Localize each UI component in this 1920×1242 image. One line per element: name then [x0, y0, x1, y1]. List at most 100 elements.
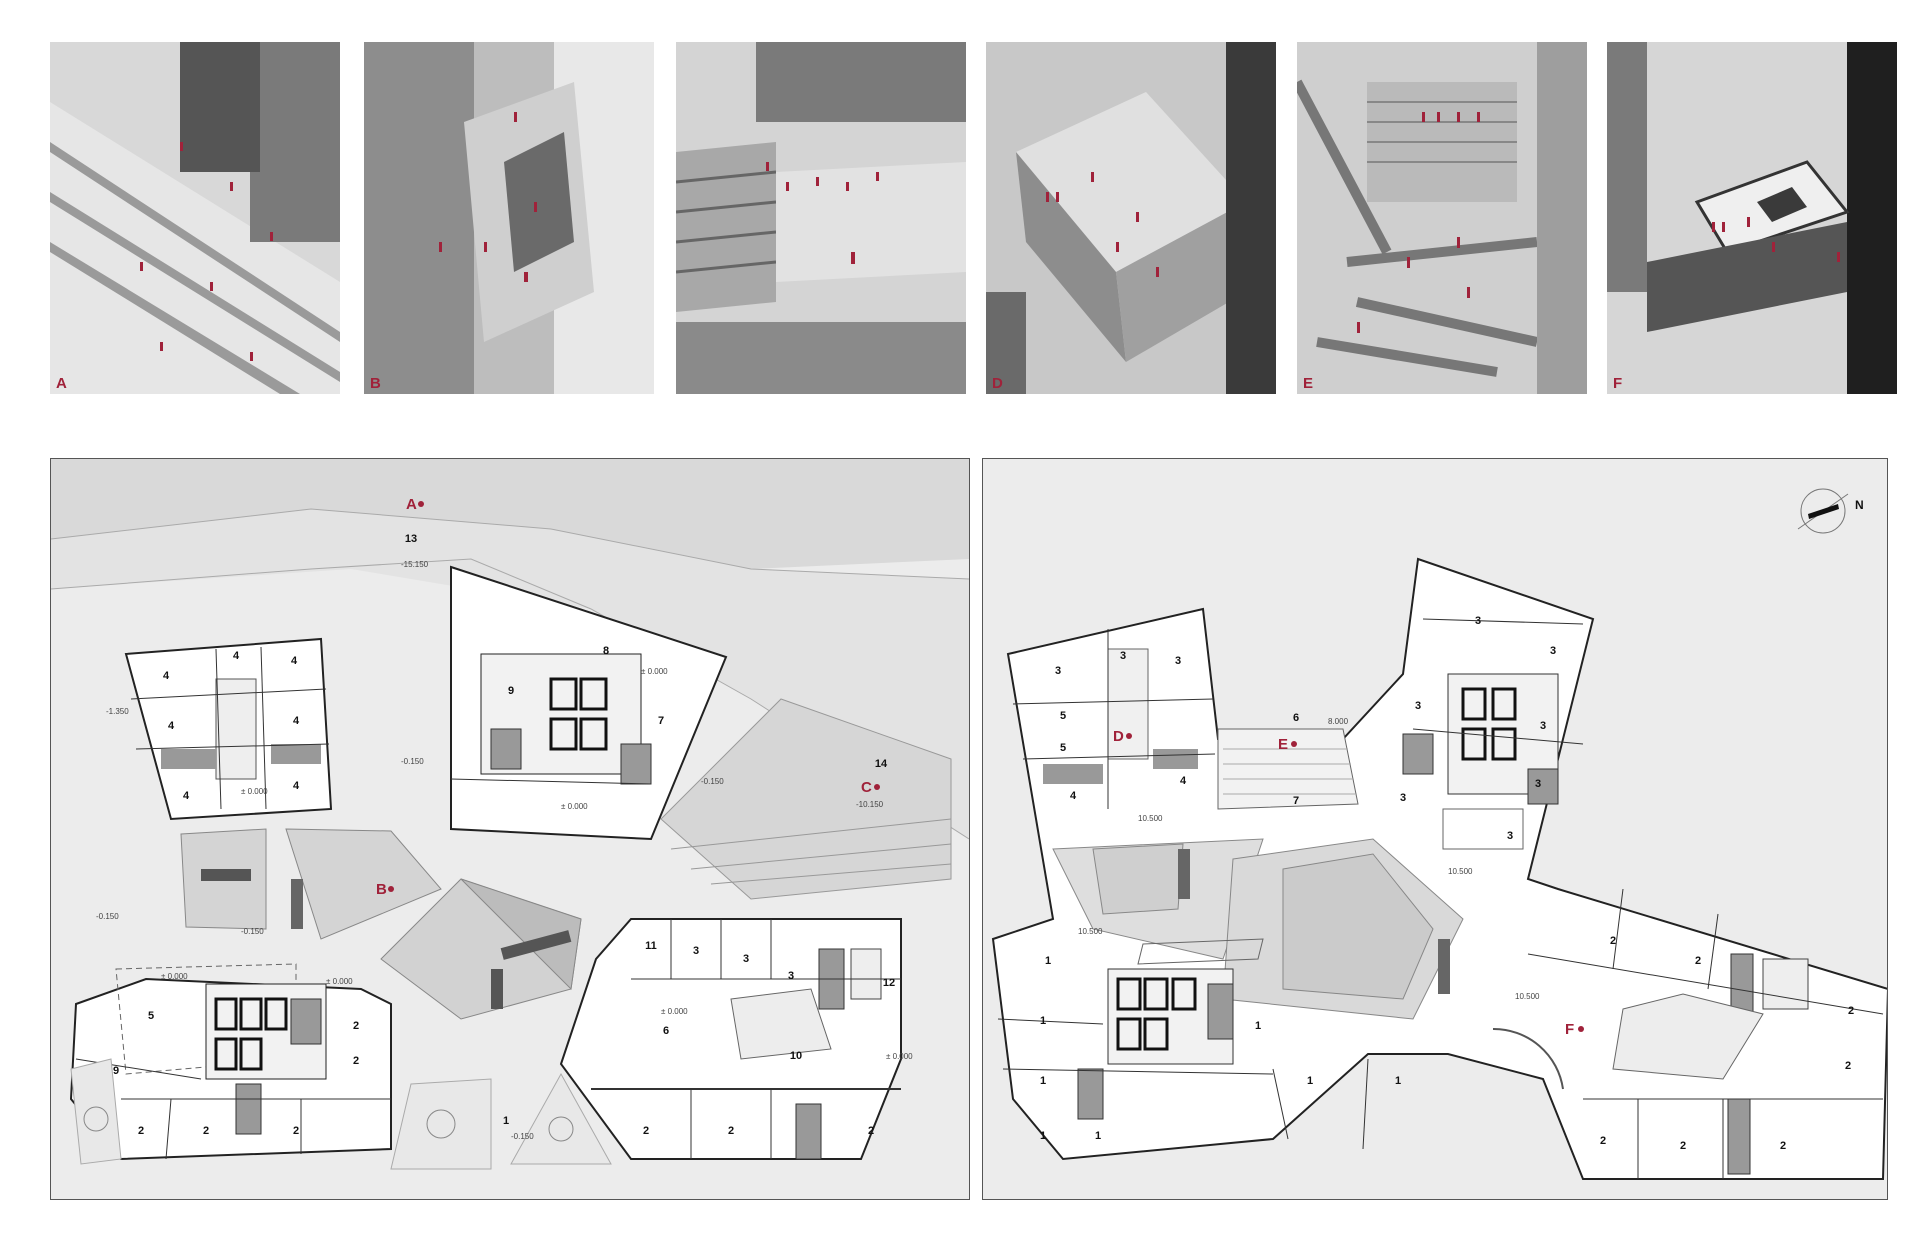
plan-left-drawing: A B C 13 4 4 4 4 4 4 4 8 9 7 14 11 3 3 3…: [51, 459, 969, 1170]
photo-b: B: [364, 42, 654, 394]
marker-e: E: [1278, 736, 1288, 753]
photo-letter: A: [56, 375, 67, 392]
room-label: 3: [788, 970, 794, 982]
elevation-tag: 10.500: [1448, 867, 1473, 876]
room-label: 1: [1095, 1130, 1101, 1142]
room-label: 2: [138, 1125, 144, 1137]
photo-letter: D: [992, 375, 1003, 392]
room-label: 3: [1475, 615, 1481, 627]
elevation-tag: -10.150: [856, 800, 884, 809]
room-label: 6: [1293, 712, 1299, 724]
elevation-tag: 8.000: [1328, 717, 1349, 726]
photo-letter: F: [1613, 375, 1623, 392]
room-label: 2: [1610, 935, 1616, 947]
room-label: 2: [728, 1125, 734, 1137]
north-label: N: [1855, 498, 1864, 512]
elevation-tag: -0.150: [241, 927, 264, 936]
room-label: 2: [353, 1055, 359, 1067]
marker-c: C: [861, 779, 872, 796]
elevation-tag: -15.150: [401, 560, 429, 569]
room-label: 3: [1175, 655, 1181, 667]
elevation-tag: ± 0.000: [561, 802, 588, 811]
elevation-tag: ± 0.000: [661, 1007, 688, 1016]
room-label: 4: [183, 790, 190, 802]
room-label: 2: [1680, 1140, 1686, 1152]
room-label: 4: [1070, 790, 1077, 802]
elevation-tag: ± 0.000: [641, 667, 668, 676]
photo-letter: E: [1303, 375, 1314, 392]
marker-b: B: [376, 881, 387, 898]
room-label: 1: [503, 1115, 509, 1127]
plan-right-markers: D E F: [1113, 728, 1584, 1038]
elevation-tag: -0.150: [401, 757, 424, 766]
room-label: 5: [1060, 742, 1066, 754]
plan-left: A B C 13 4 4 4 4 4 4 4 8 9 7 14 11 3 3 3…: [50, 458, 970, 1200]
room-label: 1: [1307, 1075, 1313, 1087]
room-label: 14: [875, 758, 888, 770]
room-label: 6: [663, 1025, 669, 1037]
room-label: 10: [790, 1050, 802, 1062]
room-label: 2: [203, 1125, 209, 1137]
room-label: 1: [1040, 1130, 1046, 1142]
elevation-tag: ± 0.000: [241, 787, 268, 796]
elevation-tag: -0.150: [96, 912, 119, 921]
room-label: 2: [1780, 1140, 1786, 1152]
elevation-tag: -0.150: [511, 1132, 534, 1141]
plan-right-drawing: N: [983, 459, 1887, 1199]
room-label: 2: [353, 1020, 359, 1032]
photo-e-image: [1297, 42, 1587, 394]
room-label: 3: [1507, 830, 1513, 842]
room-label: 3: [1415, 700, 1421, 712]
photo-a: A: [50, 42, 340, 394]
photo-e: E: [1297, 42, 1587, 394]
plan-left-elevations: -15.150 -1.350 -0.150 ± 0.000 ± 0.000 ± …: [96, 560, 913, 1141]
plan-left-markers: A B C: [376, 496, 880, 898]
north-arrow-icon: N: [1797, 488, 1864, 534]
photo-c: [676, 42, 966, 394]
room-label: 2: [1600, 1135, 1606, 1147]
room-label: 5: [148, 1010, 154, 1022]
room-label: 3: [693, 945, 699, 957]
plan-right-room-labels: 3 3 3 5 5 4 4 6 7 3 3 3 3 3 3 3 1 1 1 1 …: [1040, 615, 1854, 1152]
room-label: 1: [1040, 1075, 1046, 1087]
room-label: 7: [1293, 795, 1299, 807]
room-label: 2: [868, 1125, 874, 1137]
room-label: 2: [1848, 1005, 1854, 1017]
room-label: 9: [508, 685, 514, 697]
photo-a-image: [50, 42, 340, 394]
room-label: 4: [293, 715, 300, 727]
marker-a: A: [406, 496, 417, 513]
elevation-tag: -1.350: [106, 707, 129, 716]
room-label: 4: [1180, 775, 1187, 787]
room-label: 3: [743, 953, 749, 965]
marker-f: F: [1565, 1021, 1574, 1038]
room-label: 2: [1845, 1060, 1851, 1072]
elevation-tag: 10.500: [1515, 992, 1540, 1001]
room-label: 1: [1040, 1015, 1046, 1027]
room-label: 1: [1045, 955, 1051, 967]
room-label: 2: [293, 1125, 299, 1137]
elevation-tag: -0.150: [701, 777, 724, 786]
room-label: 9: [113, 1065, 119, 1077]
plan-right-elevations: 8.000 10.500 10.500 10.500 10.500: [1078, 717, 1540, 1001]
room-label: 2: [643, 1125, 649, 1137]
elevation-tag: ± 0.000: [326, 977, 353, 986]
room-label: 3: [1535, 778, 1541, 790]
room-label: 2: [1695, 955, 1701, 967]
elevation-tag: ± 0.000: [886, 1052, 913, 1061]
room-label: 3: [1400, 792, 1406, 804]
room-label: 3: [1055, 665, 1061, 677]
room-label: 7: [658, 715, 664, 727]
elevation-tag: 10.500: [1138, 814, 1163, 823]
photo-f-image: [1607, 42, 1897, 394]
room-label: 5: [1060, 710, 1066, 722]
room-label: 12: [883, 977, 895, 989]
room-label: 3: [1550, 645, 1556, 657]
room-label: 4: [293, 780, 300, 792]
room-label: 8: [603, 645, 609, 657]
photo-d-image: [986, 42, 1276, 394]
photo-f: F: [1607, 42, 1897, 394]
plan-right: N: [982, 458, 1888, 1200]
photo-c-image: [676, 42, 966, 394]
photo-d: D: [986, 42, 1276, 394]
